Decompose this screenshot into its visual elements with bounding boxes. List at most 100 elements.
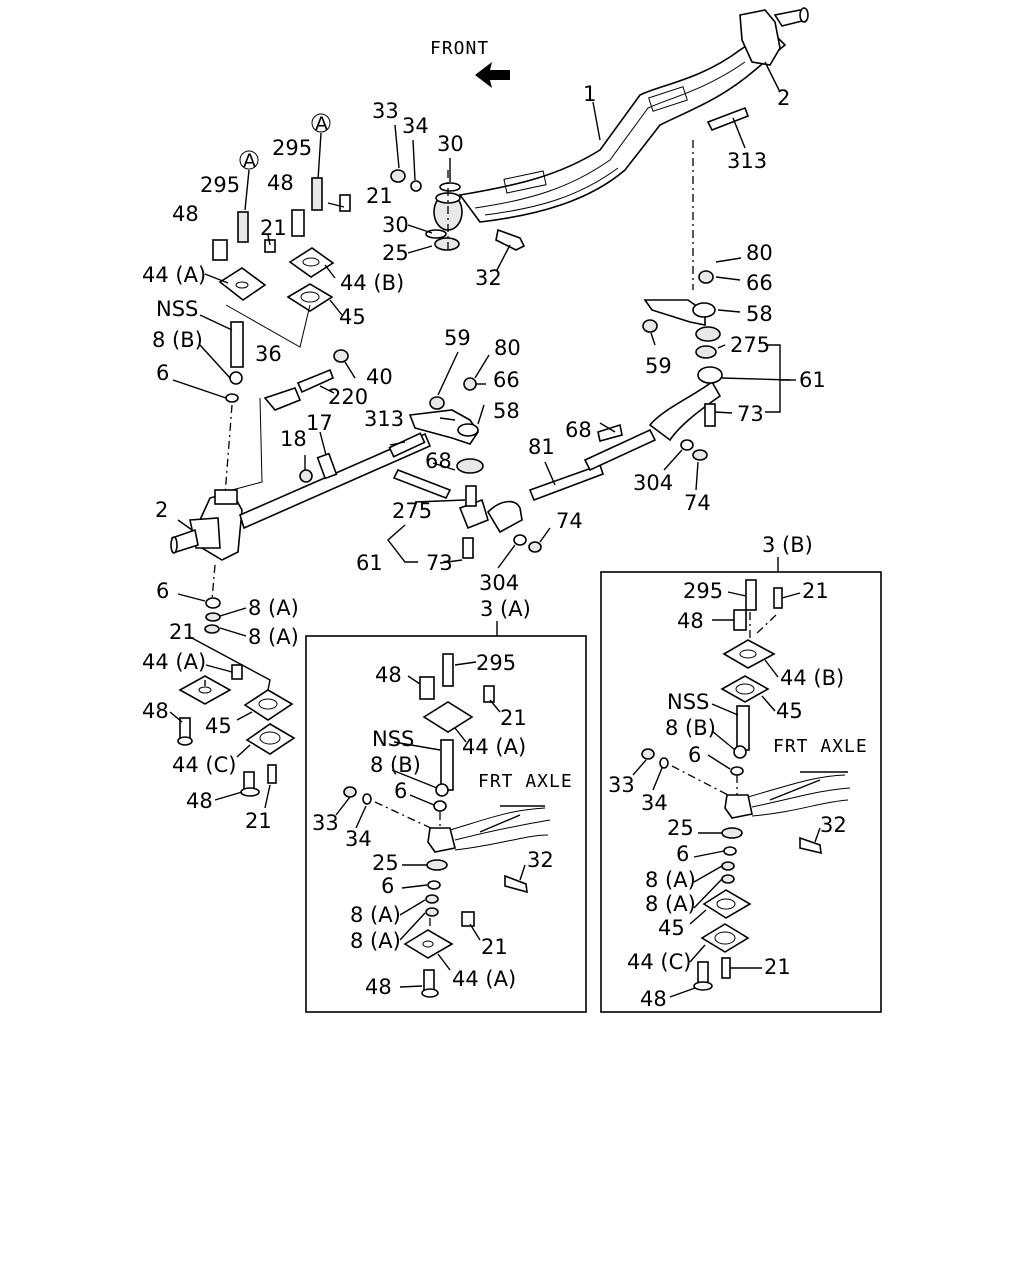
callout-1: 1 (583, 82, 596, 106)
callout-nss: NSS (667, 690, 709, 714)
callout-313: 313 (364, 407, 404, 431)
callout-2: 2 (777, 86, 790, 110)
callout-48: 48 (267, 171, 294, 195)
callout-73: 73 (426, 551, 453, 575)
callout-48: 48 (677, 609, 704, 633)
callout-25: 25 (667, 816, 694, 840)
callout-8a: 8 (A) (645, 892, 696, 916)
callout-21: 21 (764, 955, 791, 979)
beam-hardware (390, 106, 750, 290)
callout-33: 33 (608, 773, 635, 797)
callout-nss: NSS (372, 727, 414, 751)
callout-30: 30 (382, 213, 409, 237)
callout-25: 25 (372, 851, 399, 875)
callout-6: 6 (156, 579, 169, 603)
callout-18: 18 (280, 427, 307, 451)
callout-68: 68 (565, 418, 592, 442)
frt-axle-label: FRT AXLE (478, 771, 573, 792)
callout-8b: 8 (B) (370, 753, 421, 777)
callout-21: 21 (802, 579, 829, 603)
subassembly-3b-title: 3 (B) (762, 533, 813, 557)
callout-6: 6 (676, 842, 689, 866)
main-callouts: 1 2 313 33 34 30 30 25 32 295 295 48 48 … (142, 82, 826, 833)
callout-68: 68 (425, 449, 452, 473)
callout-34: 34 (402, 114, 429, 138)
callout-8a: 8 (A) (350, 929, 401, 953)
callout-25: 25 (382, 241, 409, 265)
callout-304: 304 (633, 471, 673, 495)
callout-33: 33 (372, 99, 399, 123)
callout-34: 34 (641, 791, 668, 815)
callout-30: 30 (437, 132, 464, 156)
axle-beam (433, 7, 809, 231)
callout-8a: 8 (A) (350, 903, 401, 927)
front-arrow-icon (475, 62, 510, 88)
callout-21: 21 (481, 935, 508, 959)
callout-295: 295 (272, 136, 312, 160)
callout-8a: 8 (A) (248, 625, 299, 649)
callout-59: 59 (645, 354, 672, 378)
front-indicator: FRONT (430, 38, 510, 88)
callout-48: 48 (640, 987, 667, 1011)
callout-59: 59 (444, 326, 471, 350)
callout-6: 6 (394, 779, 407, 803)
callout-81: 81 (528, 435, 555, 459)
callout-61: 61 (799, 368, 826, 392)
frt-axle-label: FRT AXLE (773, 736, 868, 757)
callout-8a: 8 (A) (248, 596, 299, 620)
callout-36: 36 (255, 342, 282, 366)
callout-275: 275 (730, 333, 770, 357)
callout-21: 21 (169, 620, 196, 644)
callout-80: 80 (746, 241, 773, 265)
callout-44b: 44 (B) (340, 271, 404, 295)
callout-48: 48 (142, 699, 169, 723)
callout-73: 73 (737, 402, 764, 426)
callout-45: 45 (205, 714, 232, 738)
subassembly-3a: 3 (A) (305, 597, 587, 1013)
callout-80: 80 (494, 336, 521, 360)
leader-lines (169, 61, 796, 809)
callout-295: 295 (200, 173, 240, 197)
subassembly-3b-box (600, 571, 882, 1013)
left-knuckle (170, 349, 432, 561)
callout-220: 220 (328, 385, 368, 409)
callout-40: 40 (366, 365, 393, 389)
callout-44a: 44 (A) (462, 735, 526, 759)
left-upper-kingpin-hardware: A A (212, 113, 351, 496)
callout-21: 21 (260, 216, 287, 240)
subassembly-3a-box (305, 635, 587, 1013)
callout-44a: 44 (A) (452, 967, 516, 991)
callout-21: 21 (500, 706, 527, 730)
callout-33: 33 (312, 811, 339, 835)
callout-58: 58 (746, 302, 773, 326)
svg-text:A: A (243, 150, 256, 172)
callout-45: 45 (776, 699, 803, 723)
svg-text:A: A (315, 113, 328, 135)
front-label: FRONT (430, 38, 489, 59)
callout-313: 313 (727, 149, 767, 173)
callout-nss: NSS (156, 297, 198, 321)
callout-32: 32 (820, 813, 847, 837)
callout-2: 2 (155, 498, 168, 522)
callout-8b: 8 (B) (665, 716, 716, 740)
callout-44c: 44 (C) (627, 950, 691, 974)
callout-48: 48 (186, 789, 213, 813)
callout-48: 48 (172, 202, 199, 226)
callout-44b: 44 (B) (780, 666, 844, 690)
left-lower-kingpin-hardware (177, 564, 296, 797)
callout-32: 32 (527, 848, 554, 872)
callout-61: 61 (356, 551, 383, 575)
callout-295: 295 (476, 651, 516, 675)
callout-45: 45 (658, 916, 685, 940)
callout-48: 48 (365, 975, 392, 999)
callout-6: 6 (688, 743, 701, 767)
callout-74: 74 (684, 491, 711, 515)
circle-a-icon (239, 150, 259, 170)
subassembly-3b: 3 (B) (600, 533, 882, 1013)
callout-275: 275 (392, 499, 432, 523)
callout-295: 295 (683, 579, 723, 603)
callout-8b: 8 (B) (152, 328, 203, 352)
callout-304: 304 (479, 571, 519, 595)
callout-8a: 8 (A) (645, 868, 696, 892)
